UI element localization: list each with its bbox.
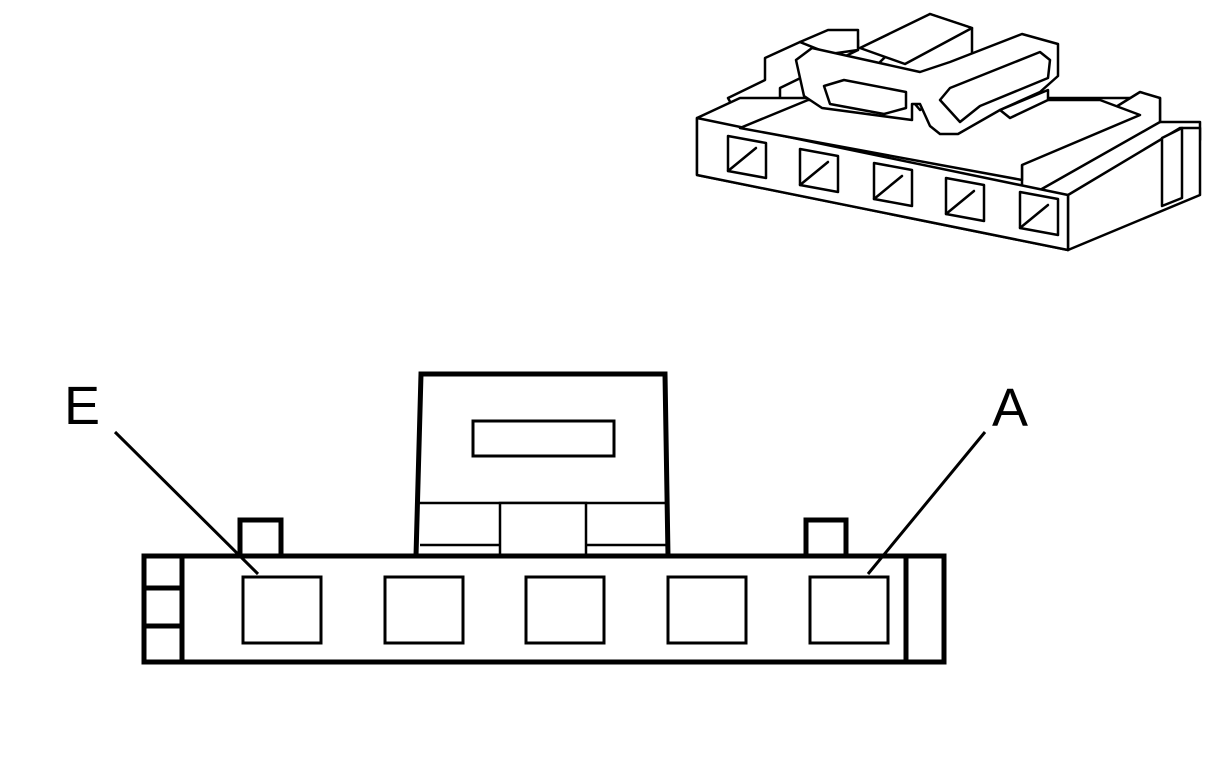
lock-tab-lower-detail (419, 501, 666, 558)
right-end-block (1160, 126, 1184, 208)
left-bump (237, 517, 284, 556)
cavity-d (383, 575, 465, 645)
leader-line-e (113, 430, 260, 576)
latch-rear-plate (998, 88, 1050, 120)
cavity-b (666, 575, 748, 645)
lock-tab-window (471, 419, 616, 458)
rear-latch-top (858, 12, 974, 66)
pin-label-e: E (64, 376, 100, 436)
latch-window (822, 78, 908, 116)
connector-front-view (113, 371, 987, 665)
front-cavities (241, 575, 890, 645)
latch-hook (938, 50, 1052, 124)
pin-label-a: A (992, 378, 1028, 438)
cavity-a (808, 575, 890, 645)
connector-isometric-view (695, 12, 1202, 252)
left-end-detail (144, 556, 185, 662)
cavity-c (524, 575, 606, 645)
cavity-e (241, 575, 323, 645)
isometric-cavities (726, 134, 1060, 237)
leader-line-a (866, 431, 987, 575)
right-bump (803, 517, 849, 556)
